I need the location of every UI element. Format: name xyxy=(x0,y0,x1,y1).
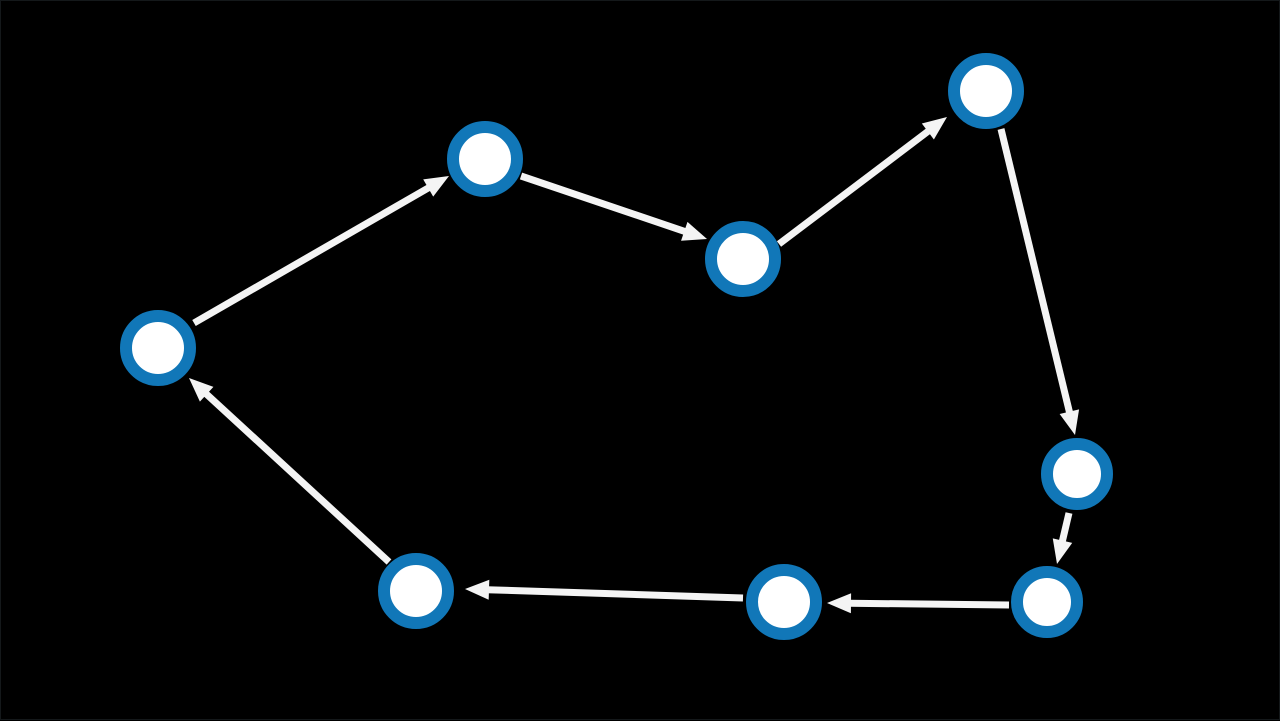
node-circle xyxy=(746,564,822,640)
edge-line xyxy=(997,128,1074,415)
nodes-layer xyxy=(120,53,1113,640)
graph-edge[interactable] xyxy=(519,172,707,241)
edges-layer xyxy=(189,117,1080,614)
node-circle xyxy=(948,53,1024,129)
edge-arrowhead-icon xyxy=(465,579,490,600)
edge-line xyxy=(776,127,932,247)
edge-arrowhead-icon xyxy=(423,176,449,197)
node-circle xyxy=(447,121,523,197)
edge-line xyxy=(202,390,392,565)
graph-node[interactable] xyxy=(948,53,1024,129)
edge-line xyxy=(848,599,1010,609)
graph-edge[interactable] xyxy=(997,128,1080,435)
graph-node[interactable] xyxy=(1041,438,1113,510)
graph-edge[interactable] xyxy=(827,593,1010,614)
graph-node[interactable] xyxy=(1011,566,1083,638)
graph-edge[interactable] xyxy=(465,579,744,602)
edge-arrowhead-icon xyxy=(1052,538,1073,564)
edge-line xyxy=(519,172,688,236)
node-circle xyxy=(120,310,196,386)
graph-edge[interactable] xyxy=(1052,512,1073,564)
edge-line xyxy=(1058,512,1073,544)
graph-node[interactable] xyxy=(378,553,454,629)
edge-arrowhead-icon xyxy=(189,378,214,402)
node-circle xyxy=(1011,566,1083,638)
graph-node[interactable] xyxy=(705,221,781,297)
graph-node[interactable] xyxy=(120,310,196,386)
edge-line xyxy=(486,586,744,602)
node-circle xyxy=(378,553,454,629)
graph-node[interactable] xyxy=(447,121,523,197)
graph-edge[interactable] xyxy=(776,117,947,247)
edge-arrowhead-icon xyxy=(827,593,852,614)
node-circle xyxy=(1041,438,1113,510)
edge-arrowhead-icon xyxy=(1059,409,1080,435)
graph-edge[interactable] xyxy=(192,176,449,327)
graph-edge[interactable] xyxy=(189,378,392,565)
edge-line xyxy=(192,183,432,327)
graph-node[interactable] xyxy=(746,564,822,640)
edge-arrowhead-icon xyxy=(921,117,947,140)
edge-arrowhead-icon xyxy=(681,221,707,241)
node-circle xyxy=(705,221,781,297)
